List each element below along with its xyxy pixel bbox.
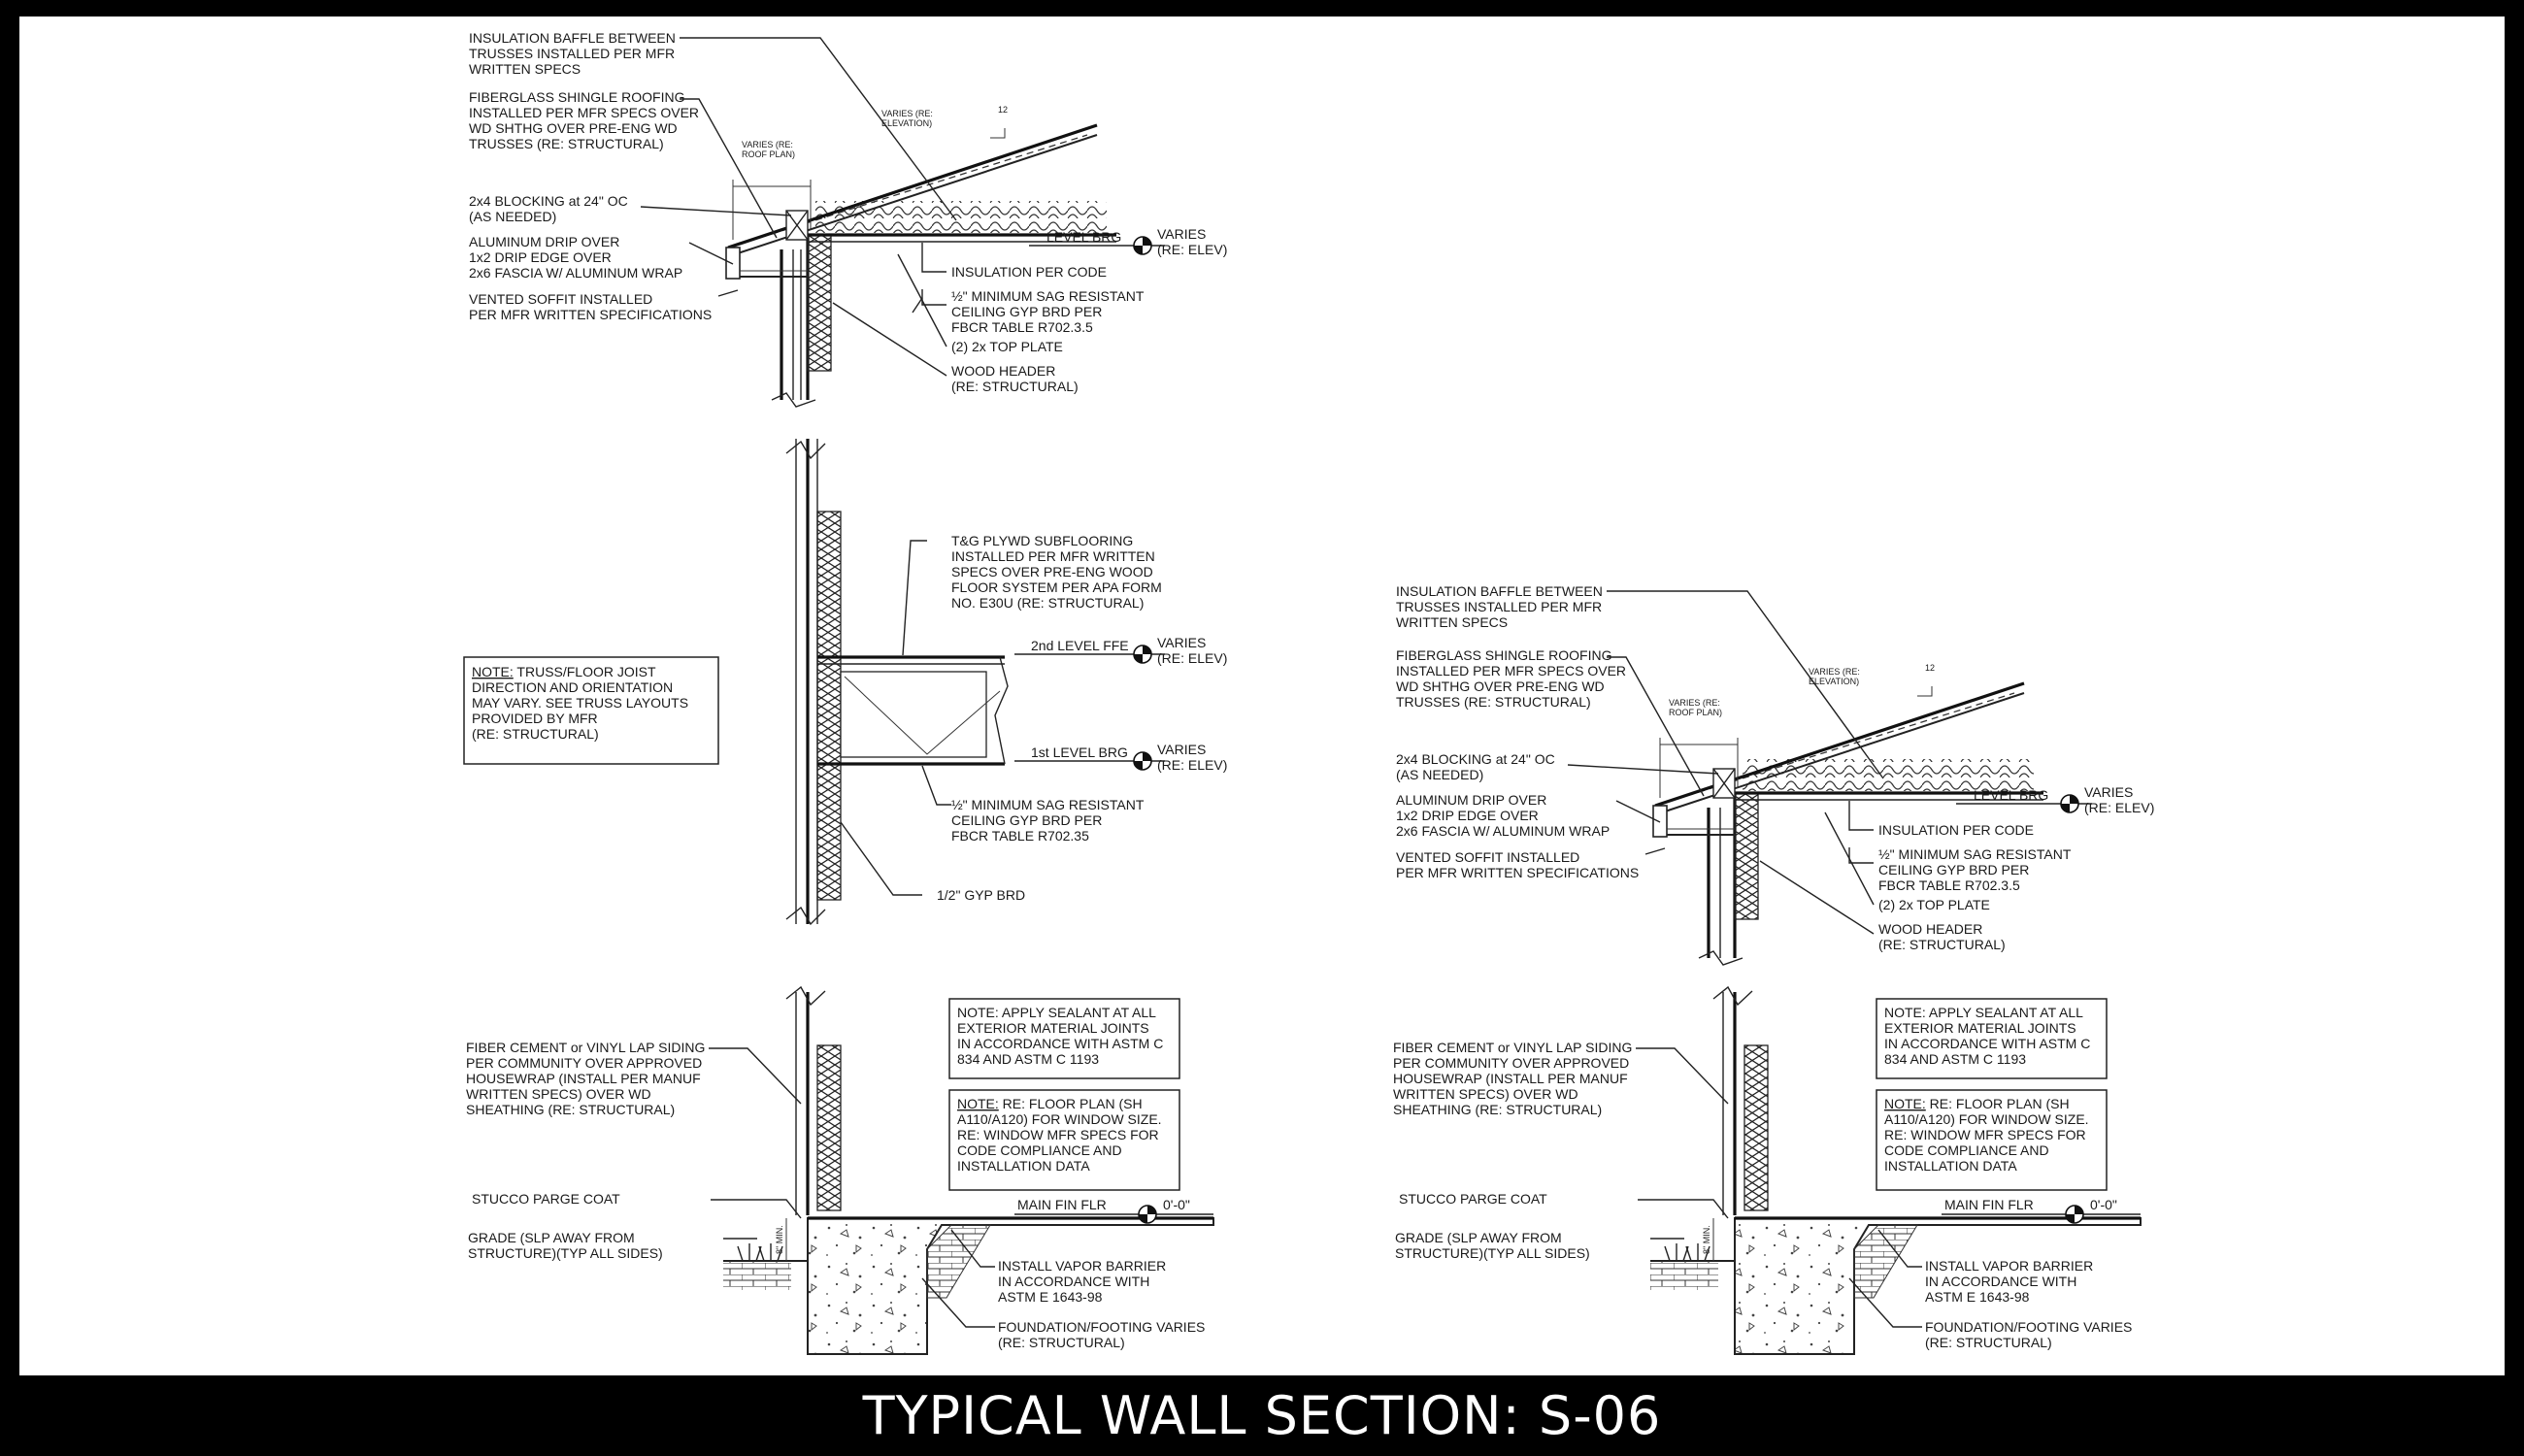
note-drip-edge: ALUMINUM DRIP OVER 1x2 DRIP EDGE OVER 2x… [469,234,682,281]
level-brg-value: VARIES (RE: ELEV) [1157,226,1227,257]
note-wood-header: WOOD HEADER (RE: STRUCTURAL) [951,363,1079,394]
note-stucco-right: STUCCO PARGE COAT [1399,1191,1547,1207]
note-grade: GRADE (SLP AWAY FROM STRUCTURE)(TYP ALL … [468,1230,663,1261]
leader-lines [640,37,2141,1328]
elevation-markers [1133,236,2084,1224]
note-insulation: INSULATION PER CODE [951,264,1107,280]
note-ceiling-gyp: ½" MINIMUM SAG RESISTANT CEILING GYP BRD… [951,288,1147,335]
note-shingle-roofing-right: FIBERGLASS SHINGLE ROOFING INSTALLED PER… [1396,647,1630,710]
note-insulation-baffle: INSULATION BAFFLE BETWEEN TRUSSES INSTAL… [469,30,680,77]
floor-framing-detail [785,439,1009,926]
note-wood-header-right: WOOD HEADER (RE: STRUCTURAL) [1878,921,2006,952]
note-sealant-right: NOTE: APPLY SEALANT AT ALL EXTERIOR MATE… [1884,1005,2094,1067]
main-fin-label-right: MAIN FIN FLR [1944,1197,2034,1212]
note-siding: FIBER CEMENT or VINYL LAP SIDING PER COM… [466,1040,709,1117]
note-ceiling-gyp-right: ½" MINIMUM SAG RESISTANT CEILING GYP BRD… [1878,846,2075,893]
pitch-label: VARIES (RE: ELEVATION) 12 [881,105,1008,128]
note-window: NOTE: RE: FLOOR PLAN (SH A110/A120) FOR … [957,1096,1165,1174]
level-brg-label: LEVEL BRG [1046,229,1121,245]
note-grade-right: GRADE (SLP AWAY FROM STRUCTURE)(TYP ALL … [1395,1230,1590,1261]
level1-label: 1st LEVEL BRG [1031,745,1128,760]
note-blocking-right: 2x4 BLOCKING at 24" OC (AS NEEDED) [1396,751,1559,782]
right-foundation-detail [1650,985,2142,1355]
note-top-plate-right: (2) 2x TOP PLATE [1878,897,1990,912]
note-sealant: NOTE: APPLY SEALANT AT ALL EXTERIOR MATE… [957,1005,1167,1067]
main-fin-label: MAIN FIN FLR [1017,1197,1107,1212]
main-fin-value-right: 0'-0" [2090,1197,2117,1212]
note-blocking: 2x4 BLOCKING at 24" OC (AS NEEDED) [469,193,632,224]
note-boxes [463,656,2108,1191]
note-soffit: VENTED SOFFIT INSTALLED PER MFR WRITTEN … [469,291,712,322]
min-dimension-right: 8" MIN. [1702,1225,1711,1254]
level-brg-label-right: LEVEL BRG [1974,787,2048,803]
note-footing-right: FOUNDATION/FOOTING VARIES (RE: STRUCTURA… [1925,1319,2136,1350]
note-insulation-baffle-right: INSULATION BAFFLE BETWEEN TRUSSES INSTAL… [1396,583,1607,630]
note-insulation-right: INSULATION PER CODE [1878,822,2034,838]
level1-value: VARIES (RE: ELEV) [1157,742,1227,773]
note-vapor-barrier-right: INSTALL VAPOR BARRIER IN ACCORDANCE WITH… [1925,1258,2097,1305]
note-drip-edge-right: ALUMINUM DRIP OVER 1x2 DRIP EDGE OVER 2x… [1396,792,1610,839]
level2-value: VARIES (RE: ELEV) [1157,635,1227,666]
note-window-right: NOTE: RE: FLOOR PLAN (SH A110/A120) FOR … [1884,1096,2092,1174]
note-siding-right: FIBER CEMENT or VINYL LAP SIDING PER COM… [1393,1040,1636,1117]
note-truss-direction: NOTE: TRUSS/FLOOR JOIST DIRECTION AND OR… [472,664,692,742]
note-stucco: STUCCO PARGE COAT [472,1191,620,1207]
level2-label: 2nd LEVEL FFE [1031,638,1129,653]
note-mid-gyp: ½" MINIMUM SAG RESISTANT CEILING GYP BRD… [951,797,1147,844]
wall-section-drawing: INSULATION BAFFLE BETWEEN TRUSSES INSTAL… [463,30,2154,1355]
note-subflooring: T&G PLYWD SUBFLOORING INSTALLED PER MFR … [951,533,1166,611]
note-vapor-barrier: INSTALL VAPOR BARRIER IN ACCORDANCE WITH… [998,1258,1170,1305]
main-fin-value: 0'-0" [1163,1197,1190,1212]
note-top-plate: (2) 2x TOP PLATE [951,339,1063,354]
overhang-label: VARIES (RE: ROOF PLAN) [742,140,795,159]
note-shingle-roofing: FIBERGLASS SHINGLE ROOFING INSTALLED PER… [469,89,703,151]
note-soffit-right: VENTED SOFFIT INSTALLED PER MFR WRITTEN … [1396,849,1639,880]
right-eave-detail [1652,681,2043,966]
overhang-label-right: VARIES (RE: ROOF PLAN) [1669,698,1722,717]
drawing-sheet: INSULATION BAFFLE BETWEEN TRUSSES INSTAL… [19,17,2505,1375]
note-half-gyp: 1/2" GYP BRD [937,887,1025,903]
min-dimension: 8" MIN. [775,1225,784,1254]
note-footing: FOUNDATION/FOOTING VARIES (RE: STRUCTURA… [998,1319,1209,1350]
pitch-label-right: VARIES (RE: ELEVATION) 12 [1809,663,1935,686]
left-eave-detail [725,123,1116,408]
sheet-caption: TYPICAL WALL SECTION: S-06 [862,1385,1662,1446]
level-brg-value-right: VARIES (RE: ELEV) [2084,784,2154,815]
